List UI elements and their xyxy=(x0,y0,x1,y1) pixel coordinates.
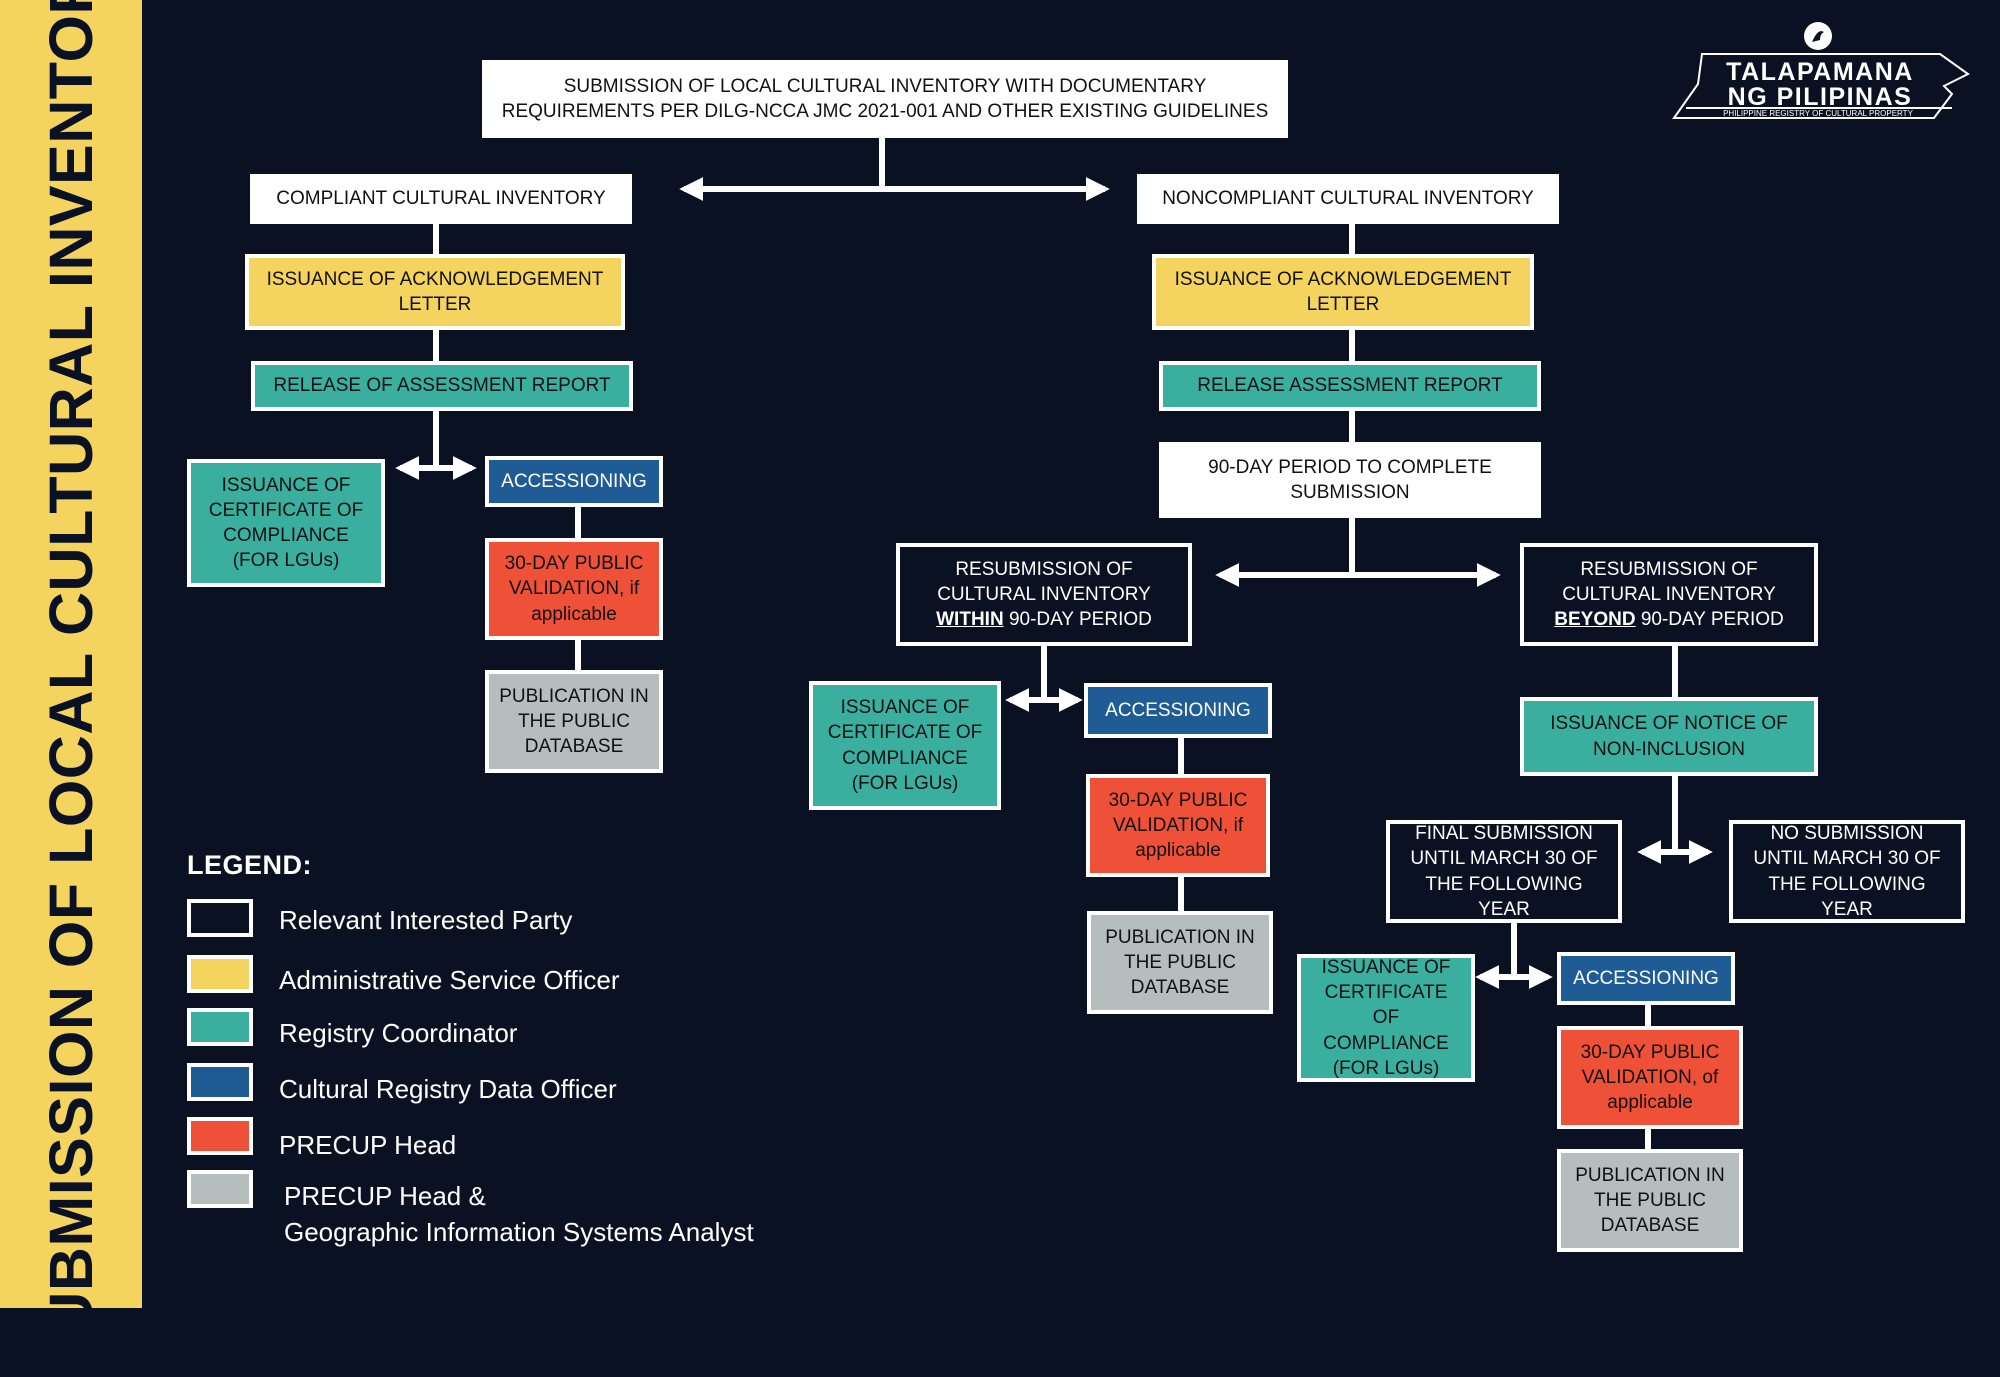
beyond-validation-box: 30-DAY PUBLIC VALIDATION, of applicable xyxy=(1557,1026,1743,1129)
legend-swatch-admin-officer xyxy=(187,955,253,993)
ninety-day-period-box: 90-DAY PERIOD TO COMPLETE SUBMISSION xyxy=(1159,442,1541,518)
resubmission-beyond-box: RESUBMISSION OF CULTURAL INVENTORY BEYON… xyxy=(1520,543,1818,646)
no-submission-box: NO SUBMISSION UNTIL MARCH 30 OF THE FOLL… xyxy=(1729,820,1965,923)
beyond-certificate-box: ISSUANCE OF CERTIFICATE OF COMPLIANCE (F… xyxy=(1297,954,1475,1082)
beyond-accessioning-box: ACCESSIONING xyxy=(1557,952,1735,1005)
logo-tagline: PHILIPPINE REGISTRY OF CULTURAL PROPERTY xyxy=(1723,109,1913,118)
legend-swatch-precup-head xyxy=(187,1117,253,1155)
final-submission-box: FINAL SUBMISSION UNTIL MARCH 30 OF THE F… xyxy=(1386,820,1622,923)
logo-line-2: NG PILIPINAS xyxy=(1728,83,1913,111)
legend-label-relevant-party: Relevant Interested Party xyxy=(279,905,573,935)
beyond-emphasis: BEYOND xyxy=(1554,609,1636,631)
compliant-assessment-report-box: RELEASE OF ASSESSMENT REPORT xyxy=(251,361,633,411)
compliant-certificate-box: ISSUANCE OF CERTIFICATE OF COMPLIANCE (F… xyxy=(187,459,385,587)
start-submission-box: SUBMISSION OF LOCAL CULTURAL INVENTORY W… xyxy=(482,60,1288,138)
legend-swatch-registry-coordinator xyxy=(187,1008,253,1046)
noncompliant-inventory-box: NONCOMPLIANT CULTURAL INVENTORY xyxy=(1137,174,1559,224)
within-publication-box: PUBLICATION IN THE PUBLIC DATABASE xyxy=(1087,911,1273,1014)
legend-label-precup-head: PRECUP Head xyxy=(279,1130,457,1160)
compliant-ack-letter-box: ISSUANCE OF ACKNOWLEDGEMENT LETTER xyxy=(245,254,625,330)
legend-swatch-relevant-party xyxy=(187,899,253,937)
within-accessioning-box: ACCESSIONING xyxy=(1084,683,1272,738)
connector-lines xyxy=(395,136,1713,1151)
logo-line-1: TALAPAMANA xyxy=(1726,58,1914,86)
talapamana-logo: TALAPAMANA NG PILIPINAS PHILIPPINE REGIS… xyxy=(1672,20,1972,130)
legend-label-precup-gis-2: Geographic Information Systems Analyst xyxy=(284,1217,754,1247)
notice-non-inclusion-box: ISSUANCE OF NOTICE OF NON-INCLUSION xyxy=(1520,697,1818,776)
legend-label-admin-officer: Administrative Service Officer xyxy=(279,965,620,995)
legend-label-registry-coordinator: Registry Coordinator xyxy=(279,1018,518,1048)
within-validation-box: 30-DAY PUBLIC VALIDATION, if applicable xyxy=(1086,774,1270,877)
sidebar-title: SUBMISSION OF LOCAL CULTURAL INVENTORY xyxy=(37,0,105,1377)
compliant-accessioning-box: ACCESSIONING xyxy=(485,456,663,507)
legend-label-data-officer: Cultural Registry Data Officer xyxy=(279,1074,617,1104)
within-emphasis: WITHIN xyxy=(936,609,1004,631)
compliant-validation-box: 30-DAY PUBLIC VALIDATION, if applicable xyxy=(485,538,663,640)
within-line-1: RESUBMISSION OF CULTURAL INVENTORY xyxy=(937,558,1151,605)
beyond-publication-box: PUBLICATION IN THE PUBLIC DATABASE xyxy=(1557,1149,1743,1252)
within-line-2: 90-DAY PERIOD xyxy=(1008,609,1152,631)
beyond-line-2: 90-DAY PERIOD xyxy=(1640,609,1784,631)
legend-title: LEGEND: xyxy=(187,850,312,880)
logo-emblem-icon: TALAPAMANA NG PILIPINAS PHILIPPINE REGIS… xyxy=(1672,22,1970,119)
legend-label-precup-gis: PRECUP Head & xyxy=(284,1181,486,1211)
noncompliant-assessment-report-box: RELEASE ASSESSMENT REPORT xyxy=(1159,361,1541,411)
compliant-inventory-box: COMPLIANT CULTURAL INVENTORY xyxy=(250,174,632,224)
compliant-publication-box: PUBLICATION IN THE PUBLIC DATABASE xyxy=(485,670,663,773)
sidebar-band: SUBMISSION OF LOCAL CULTURAL INVENTORY xyxy=(0,0,142,1377)
legend-swatch-data-officer xyxy=(187,1063,253,1101)
legend-swatch-precup-gis xyxy=(187,1170,253,1208)
resubmission-within-box: RESUBMISSION OF CULTURAL INVENTORY WITHI… xyxy=(896,543,1192,646)
noncompliant-ack-letter-box: ISSUANCE OF ACKNOWLEDGEMENT LETTER xyxy=(1152,254,1534,330)
beyond-line-1: RESUBMISSION OF CULTURAL INVENTORY xyxy=(1562,558,1776,605)
within-certificate-box: ISSUANCE OF CERTIFICATE OF COMPLIANCE (F… xyxy=(809,681,1001,810)
